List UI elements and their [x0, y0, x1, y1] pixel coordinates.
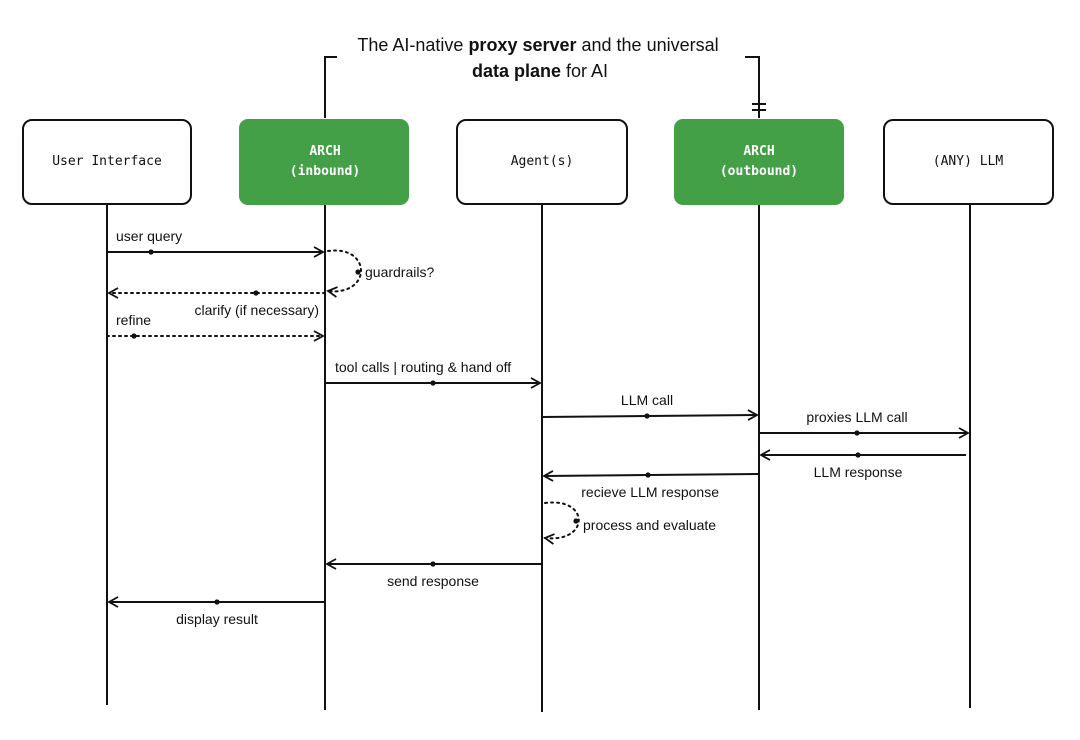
participant-box: [239, 119, 409, 205]
message-dot: [131, 333, 137, 339]
title-part: and the universal: [577, 35, 719, 55]
message-label: LLM call: [621, 392, 673, 408]
participant-label: Agent(s): [511, 154, 574, 169]
message-label: LLM response: [814, 464, 903, 480]
message-dot: [430, 561, 436, 567]
message-dot: [253, 290, 259, 296]
message-dot: [645, 472, 651, 478]
title-part: for AI: [561, 61, 608, 81]
message-dot: [854, 430, 860, 436]
message-label: tool calls | routing & hand off: [335, 359, 511, 375]
title-group: The AI-native proxy server and the unive…: [324, 35, 766, 118]
participant-agents: Agent(s): [456, 119, 628, 205]
message-dot: [855, 452, 861, 458]
participant-ui: User Interface: [22, 119, 192, 205]
message-refine: refine: [106, 312, 325, 342]
title-part: The AI-native: [357, 35, 468, 55]
message-dot: [355, 269, 361, 275]
participant-box: [883, 119, 1054, 205]
message-label: display result: [176, 611, 258, 627]
message-arrow: [542, 470, 760, 482]
message-label: user query: [116, 228, 182, 244]
diagram-title-line1: The AI-native proxy server and the unive…: [357, 35, 718, 55]
participant-llm: (ANY) LLM: [883, 119, 1054, 205]
title-bracket-left: [324, 56, 337, 118]
participant-arch-inbound: ARCH (inbound): [239, 119, 409, 205]
message-label: process and evaluate: [583, 517, 716, 533]
participant-label: ARCH: [743, 144, 774, 159]
participant-label: User Interface: [52, 154, 162, 169]
participant-label: (ANY) LLM: [933, 154, 1004, 169]
message-label: proxies LLM call: [806, 409, 907, 425]
message-guardrails: guardrails?: [326, 249, 434, 298]
message-dot: [430, 380, 436, 386]
participant-box: [456, 119, 628, 205]
message-dot: [573, 518, 579, 524]
message-display-result: display result: [107, 596, 325, 627]
participant-label: ARCH: [309, 144, 340, 159]
message-loop: [326, 249, 362, 298]
message-recieve-llm-response: recieve LLM response: [542, 470, 760, 500]
participant-box: [22, 119, 192, 205]
message-llm-response: LLM response: [759, 449, 966, 480]
message-label: recieve LLM response: [581, 484, 719, 500]
messages: user query guardrails? clarify (if neces…: [106, 228, 970, 627]
title-part-bold: data plane: [472, 61, 561, 81]
message-label: clarify (if necessary): [195, 302, 319, 318]
lifelines: [106, 204, 971, 712]
message-label: guardrails?: [365, 264, 434, 280]
message-label: refine: [116, 312, 151, 328]
message-label: send response: [387, 573, 479, 589]
title-part-bold: proxy server: [468, 35, 576, 55]
message-process-and-evaluate: process and evaluate: [543, 501, 716, 545]
participant-sublabel: (inbound): [290, 164, 360, 179]
message-user-query: user query: [107, 228, 325, 258]
message-dot: [644, 413, 650, 419]
title-bracket-right: [745, 56, 760, 118]
participant-sublabel: (outbound): [720, 164, 798, 179]
message-proxies-llm-call: proxies LLM call: [759, 409, 970, 439]
message-llm-call: LLM call: [541, 392, 759, 421]
message-tool-calls: tool calls | routing & hand off: [325, 359, 542, 389]
participant-box: [674, 119, 844, 205]
message-clarify: clarify (if necessary): [107, 287, 326, 318]
diagram-title-line2: data plane for AI: [472, 61, 608, 81]
message-dot: [214, 599, 220, 605]
message-dot: [148, 249, 154, 255]
participant-arch-outbound: ARCH (outbound): [674, 119, 844, 205]
message-send-response: send response: [325, 558, 542, 589]
message-loop: [543, 501, 580, 545]
